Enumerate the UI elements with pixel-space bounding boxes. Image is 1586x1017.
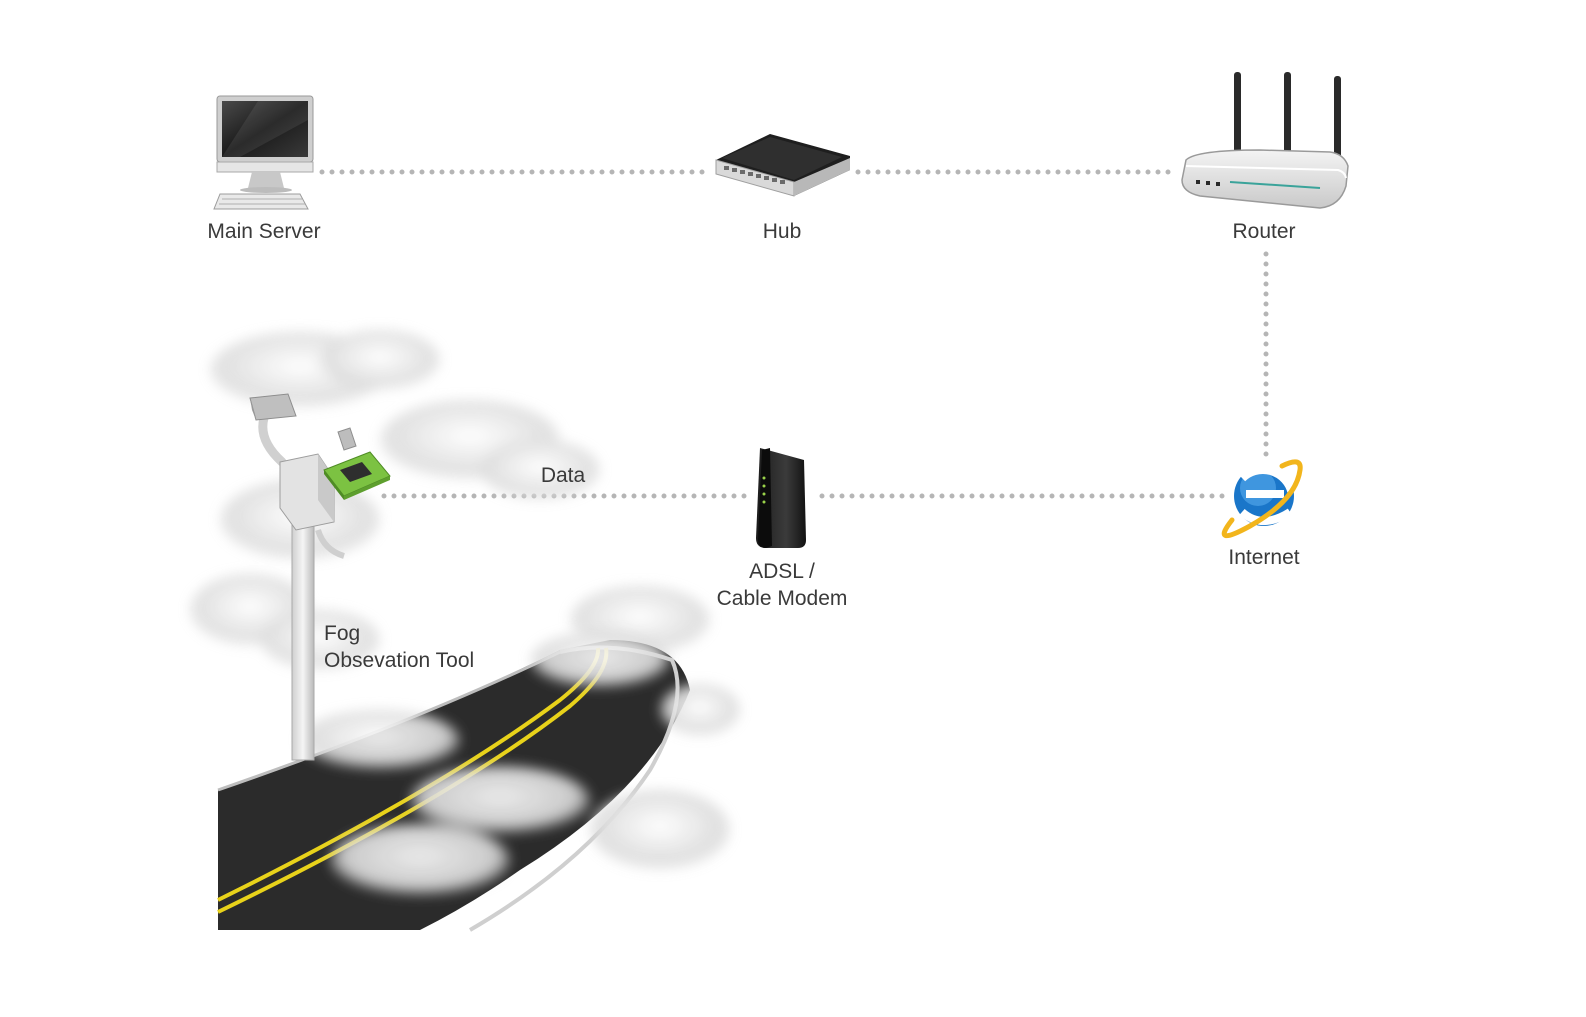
main-server-label: Main Server <box>207 220 321 243</box>
network-hub-icon <box>715 134 850 197</box>
hub-label: Hub <box>762 220 802 243</box>
road-fog-clouds <box>300 632 740 896</box>
cable-modem-icon <box>756 448 806 548</box>
internet-label: Internet <box>1228 546 1300 569</box>
fog-tool-label-line2: Obsevation Tool <box>324 649 475 672</box>
fog-cloud-group <box>190 330 710 670</box>
fog-observation-scene <box>190 330 740 932</box>
modem-label-line2: Cable Modem <box>716 587 848 610</box>
modem-label-line1: ADSL / <box>749 560 815 583</box>
internet-explorer-icon <box>1221 459 1303 538</box>
router-label: Router <box>1232 220 1296 243</box>
data-link-label: Data <box>540 464 586 487</box>
fog-tool-label-line1: Fog <box>324 622 361 645</box>
desktop-computer-icon <box>213 95 314 210</box>
wireless-router-icon <box>1181 72 1349 209</box>
fog-sensor-pole-icon <box>249 393 357 761</box>
sensor-chip-icon <box>323 451 391 500</box>
